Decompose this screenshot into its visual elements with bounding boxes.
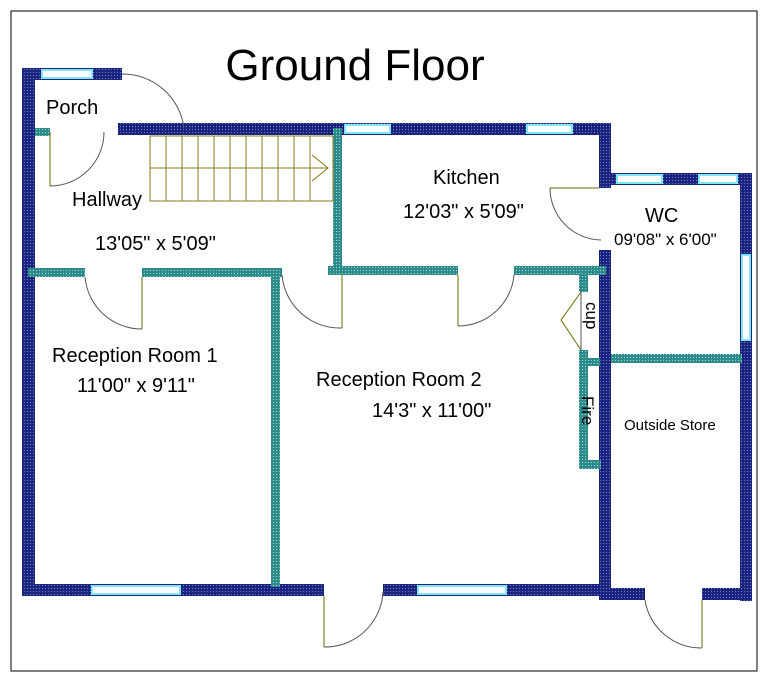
outer-walls: [22, 68, 752, 601]
porch-label: Porch: [46, 97, 98, 119]
reception2-label: Reception Room 2: [316, 369, 482, 391]
inner-walls: [28, 128, 742, 587]
page-border: [10, 10, 758, 672]
fireplace-label: Fire: [578, 396, 597, 425]
reception1-label: Reception Room 1: [52, 345, 218, 367]
hallway-size: 13'05" x 5'09": [95, 233, 216, 255]
door-porch-hall: [49, 131, 105, 187]
hallway-label: Hallway: [72, 189, 142, 211]
door-reception2-hall: [281, 274, 343, 329]
outside-store-label: Outside Store: [624, 417, 716, 434]
door-reception1: [84, 276, 143, 330]
kitchen-size: 12'03" x 5'09": [403, 201, 524, 223]
door-cupboard: [560, 291, 582, 351]
wc-size: 09'08" x 6'00": [614, 230, 717, 249]
reception1-size: 11'00" x 9'11": [77, 375, 195, 397]
plan-title: Ground Floor: [225, 41, 484, 90]
kitchen-label: Kitchen: [433, 167, 500, 189]
door-wc: [549, 187, 602, 241]
reception2-size: 14'3" x 11'00": [372, 400, 491, 422]
door-porch-front: [121, 73, 185, 129]
door-reception2-front: [323, 591, 384, 648]
cupboard-label: cup: [582, 302, 601, 329]
windows: [41, 69, 751, 595]
door-kitchen-reception2: [457, 274, 515, 327]
staircase: [149, 135, 334, 202]
wc-label: WC: [645, 205, 678, 227]
doors: [49, 73, 703, 649]
door-outside-store: [644, 599, 703, 649]
